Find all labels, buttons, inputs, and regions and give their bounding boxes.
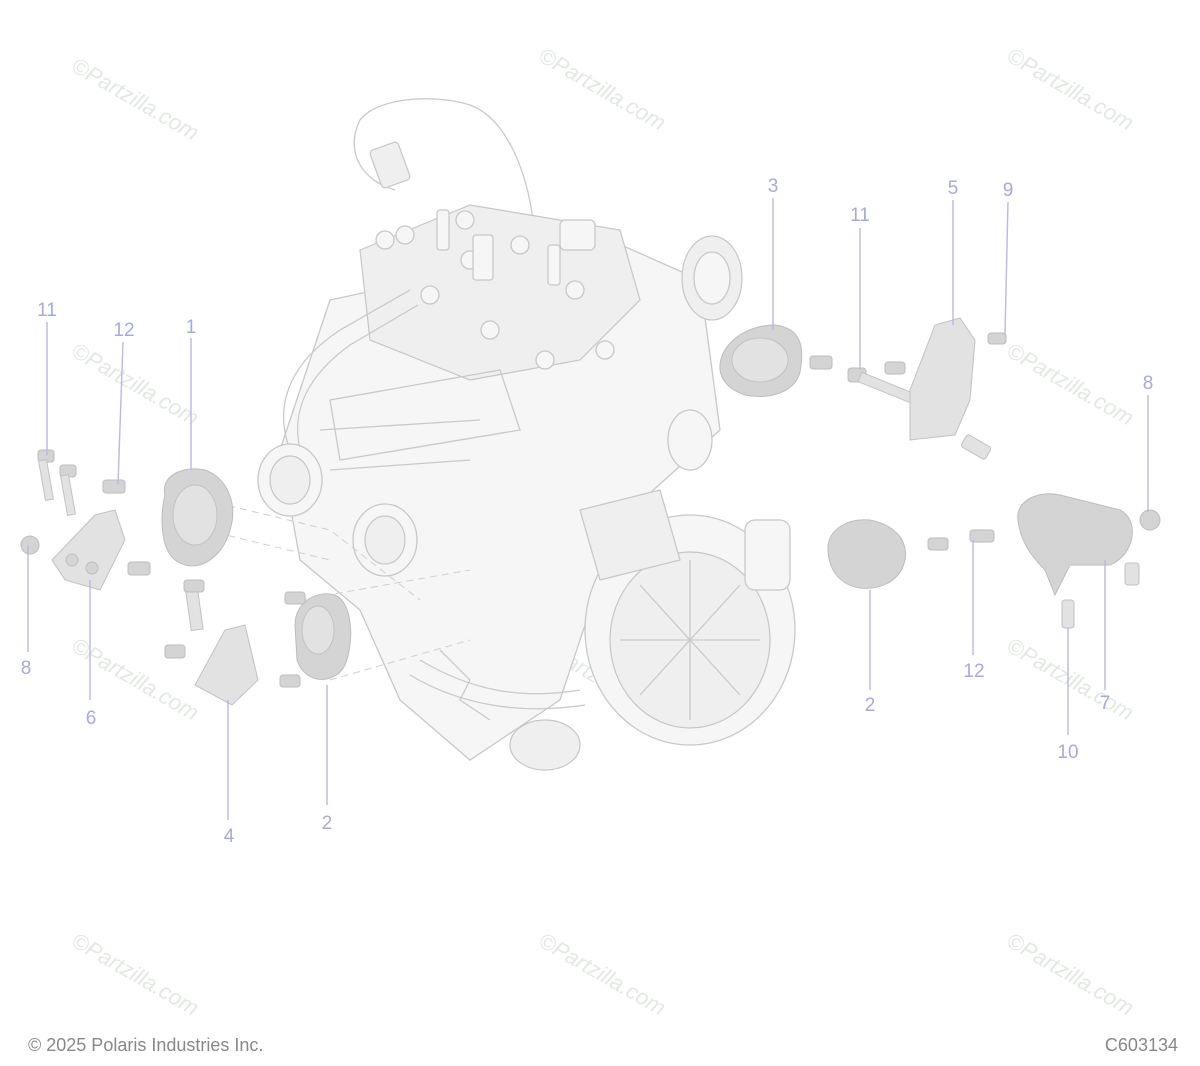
part-8-nut-left: [20, 535, 40, 555]
callout-8: 8: [21, 658, 32, 679]
part-3-mount: [719, 324, 833, 397]
part-12-nuts-left: [102, 479, 306, 688]
watermark: ©Partzilla.com: [535, 43, 671, 136]
callout-8: 8: [1143, 373, 1154, 394]
part-4-bracket: [183, 579, 259, 706]
watermark: ©Partzilla.com: [1003, 43, 1139, 136]
watermark: ©Partzilla.com: [1003, 928, 1139, 1021]
watermark: ©Partzilla.com: [535, 928, 671, 1021]
watermark: ©Partzilla.com: [68, 928, 204, 1021]
callout-2: 2: [865, 695, 876, 716]
callout-4: 4: [224, 826, 235, 847]
watermark: ©Partzilla.com: [1003, 633, 1139, 726]
part-5-bracket: [909, 317, 992, 460]
watermark: ©Partzilla.com: [68, 53, 204, 146]
callout-11: 11: [850, 205, 870, 226]
watermark: ©Partzilla.com: [1003, 338, 1139, 431]
callout-labels: 11 12 1 8 6 4 2 3 11 5 9 8 2 12 7 10: [21, 176, 1154, 847]
part-11-bolt-right: [847, 361, 919, 405]
callout-3: 3: [768, 176, 779, 197]
engine-illustration: [257, 98, 796, 771]
callout-2: 2: [322, 813, 333, 834]
part-6-bracket: [51, 509, 126, 591]
callout-10: 10: [1057, 742, 1078, 763]
part-8-nut-right: [1139, 509, 1161, 531]
part-2-mount-left: [294, 593, 352, 680]
part-2-mount-right: [827, 519, 906, 589]
part-11-bolts-left: [37, 449, 77, 516]
copyright-notice: © 2025 Polaris Industries Inc.: [28, 1035, 264, 1055]
callout-5: 5: [948, 178, 959, 199]
callout-1: 1: [186, 317, 197, 338]
part-1-mount: [161, 468, 234, 567]
diagram-code: C603134: [1104, 1035, 1178, 1055]
part-7-bracket: [1017, 493, 1140, 597]
callout-6: 6: [86, 708, 97, 729]
part-9-fastener: [987, 332, 1007, 345]
part-10-bolt: [1061, 599, 1075, 629]
leader-lines: [27, 198, 1149, 820]
callout-11: 11: [37, 300, 57, 321]
part-12-nuts-right: [927, 529, 995, 551]
watermark: ©Partzilla.com: [68, 338, 204, 431]
callout-12: 12: [113, 320, 134, 341]
callout-12: 12: [963, 661, 984, 682]
callout-7: 7: [1100, 693, 1111, 714]
callout-9: 9: [1003, 180, 1014, 201]
